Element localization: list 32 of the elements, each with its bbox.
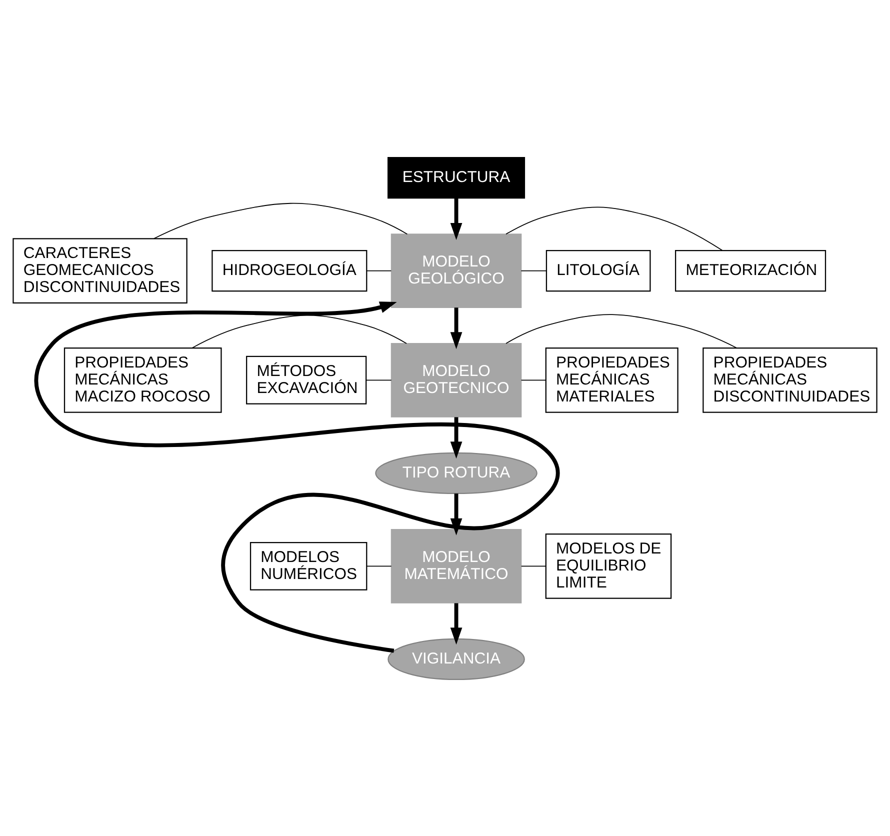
arrow	[450, 307, 462, 349]
connector	[192, 314, 407, 348]
node-box: MÉTODOS EXCAVACIÓN	[246, 355, 367, 404]
node-box: PROPIEDADES MECÁNICAS DISCONTINUIDADES	[702, 346, 878, 412]
arrow	[450, 493, 462, 535]
connector	[506, 206, 723, 250]
node-box: LITOLOGÍA	[546, 249, 651, 292]
node-box: PROPIEDADES MECÁNICAS MATERIALES	[545, 346, 678, 412]
node-ellipse: TIPO ROTURA	[375, 452, 538, 494]
arrow	[450, 198, 462, 240]
connector	[366, 270, 392, 271]
node-box: MODELO GEOTECNICO	[390, 342, 522, 417]
node-box: PROPIEDADES MECÁNICAS MACIZO ROCOSO	[64, 346, 222, 412]
node-box: MODELO MATEMÁTICO	[390, 528, 522, 603]
connector	[520, 270, 547, 271]
connector	[520, 379, 546, 380]
arrow	[450, 416, 462, 458]
node-box: MODELOS DE EQUILIBRIO LIMITE	[545, 533, 672, 598]
connector	[366, 565, 392, 566]
connector	[520, 565, 546, 566]
node-box: MODELOS NUMÉRICOS	[250, 541, 368, 590]
node-box: ESTRUCTURA	[388, 156, 526, 198]
node-box: HIDROGEOLOGÍA	[212, 249, 368, 292]
connector	[366, 379, 392, 380]
connector	[506, 314, 738, 348]
node-box: METEORIZACIÓN	[674, 249, 826, 292]
node-ellipse: VIGILANCIA	[388, 638, 525, 680]
node-box: MODELO GEOLÓGICO	[390, 233, 522, 308]
arrow	[34, 301, 560, 652]
connector	[153, 202, 408, 239]
arrow	[450, 602, 462, 644]
node-box: CARACTERES GEOMECANICOS DISCONTINUIDADES	[12, 238, 188, 303]
